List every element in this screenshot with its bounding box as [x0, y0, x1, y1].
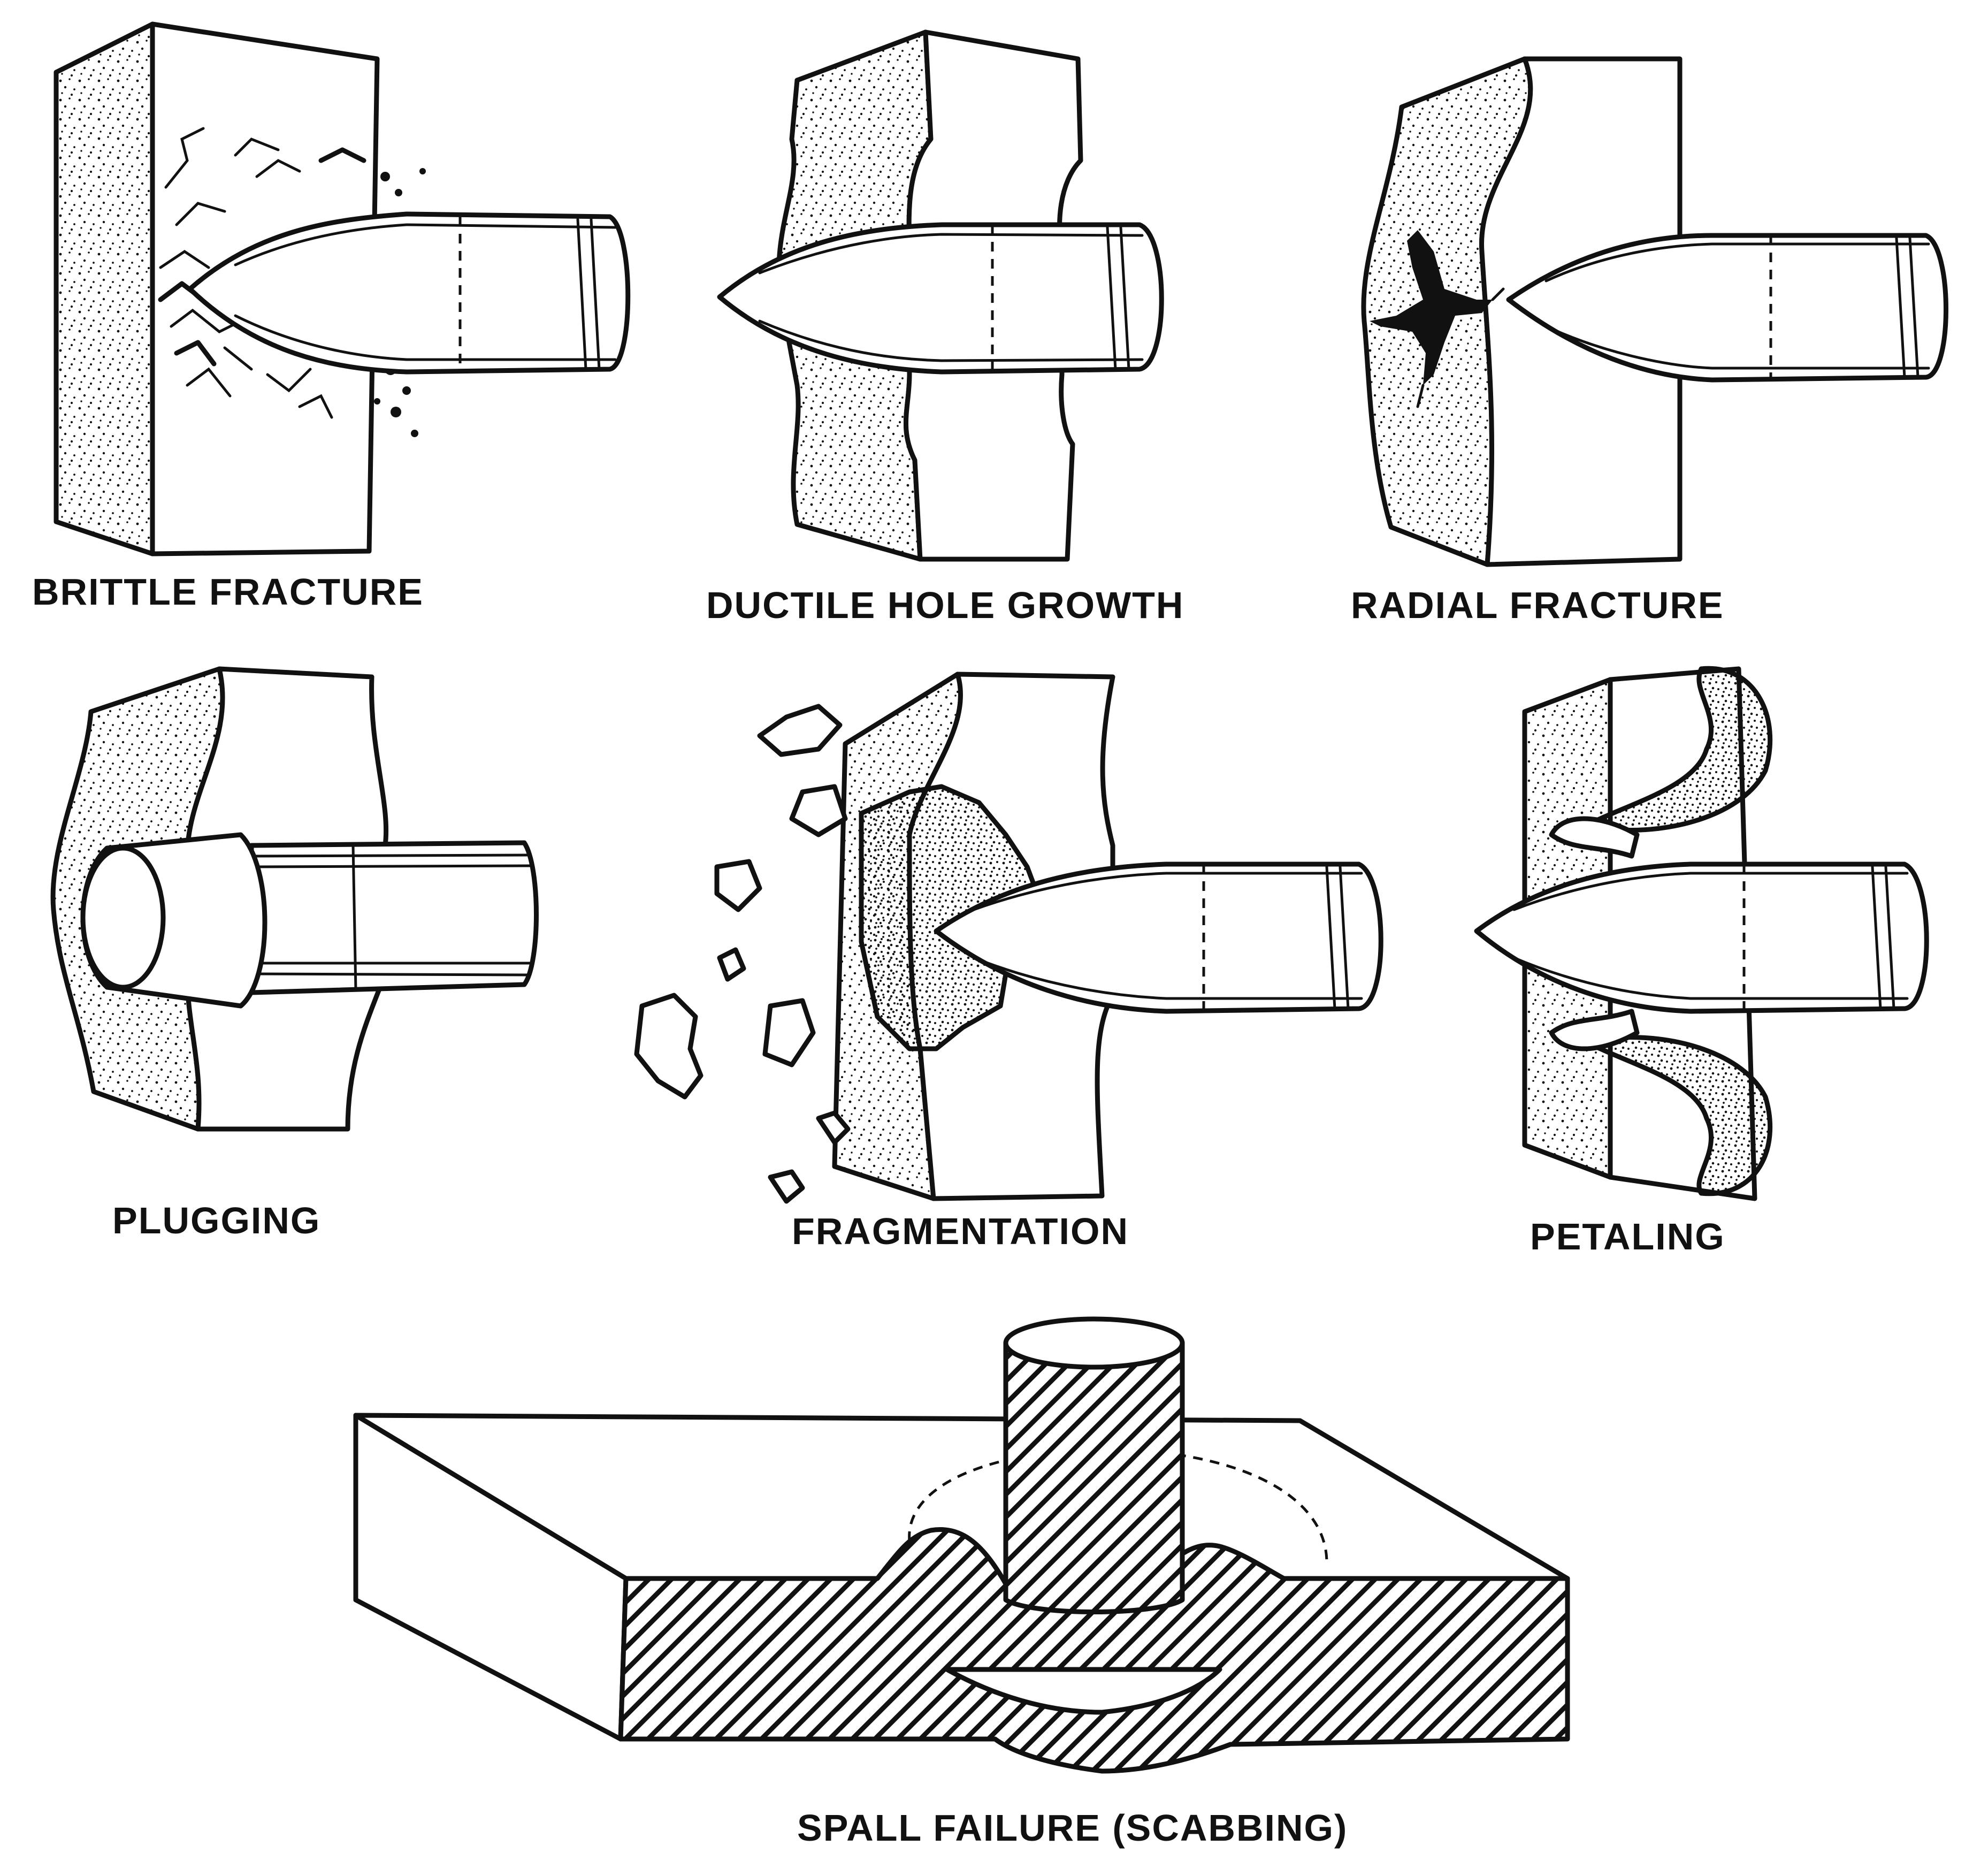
plug-projectile	[80, 832, 539, 1009]
petaling-figure: PETALING	[1474, 666, 1929, 1257]
plate-cross-section	[618, 1527, 1570, 1774]
caption-radial-fracture: RADIAL FRACTURE	[1351, 584, 1724, 626]
target-block-side	[53, 21, 155, 556]
rod-projectile	[1003, 1316, 1185, 1614]
spall-failure-figure: SPALL FAILURE (SCABBING)	[353, 1316, 1570, 1849]
caption-fragmentation: FRAGMENTATION	[792, 1210, 1129, 1252]
caption-petaling: PETALING	[1530, 1216, 1725, 1257]
caption-plugging: PLUGGING	[112, 1200, 320, 1241]
projectile	[717, 222, 1164, 375]
projectile	[1474, 861, 1929, 1014]
projectile	[1506, 233, 1948, 383]
fragments	[634, 704, 851, 1204]
caption-ductile-hole-growth: DUCTILE HOLE GROWTH	[706, 584, 1184, 626]
fragmentation-figure: FRAGMENTATION	[634, 672, 1383, 1252]
projectile	[187, 211, 631, 375]
brittle-fracture-figure: BRITTLE FRACTURE	[32, 21, 631, 613]
caption-spall-failure: SPALL FAILURE (SCABBING)	[797, 1807, 1348, 1849]
plugging-figure: PLUGGING	[50, 666, 539, 1241]
caption-brittle-fracture: BRITTLE FRACTURE	[32, 571, 424, 613]
radial-crack	[1370, 230, 1505, 408]
projectile	[934, 861, 1383, 1014]
radial-fracture-figure: RADIAL FRACTURE	[1351, 56, 1948, 626]
ductile-hole-growth-figure: DUCTILE HOLE GROWTH	[706, 29, 1184, 626]
spall-cavity	[944, 1667, 1222, 1715]
petals	[1549, 666, 1772, 1196]
